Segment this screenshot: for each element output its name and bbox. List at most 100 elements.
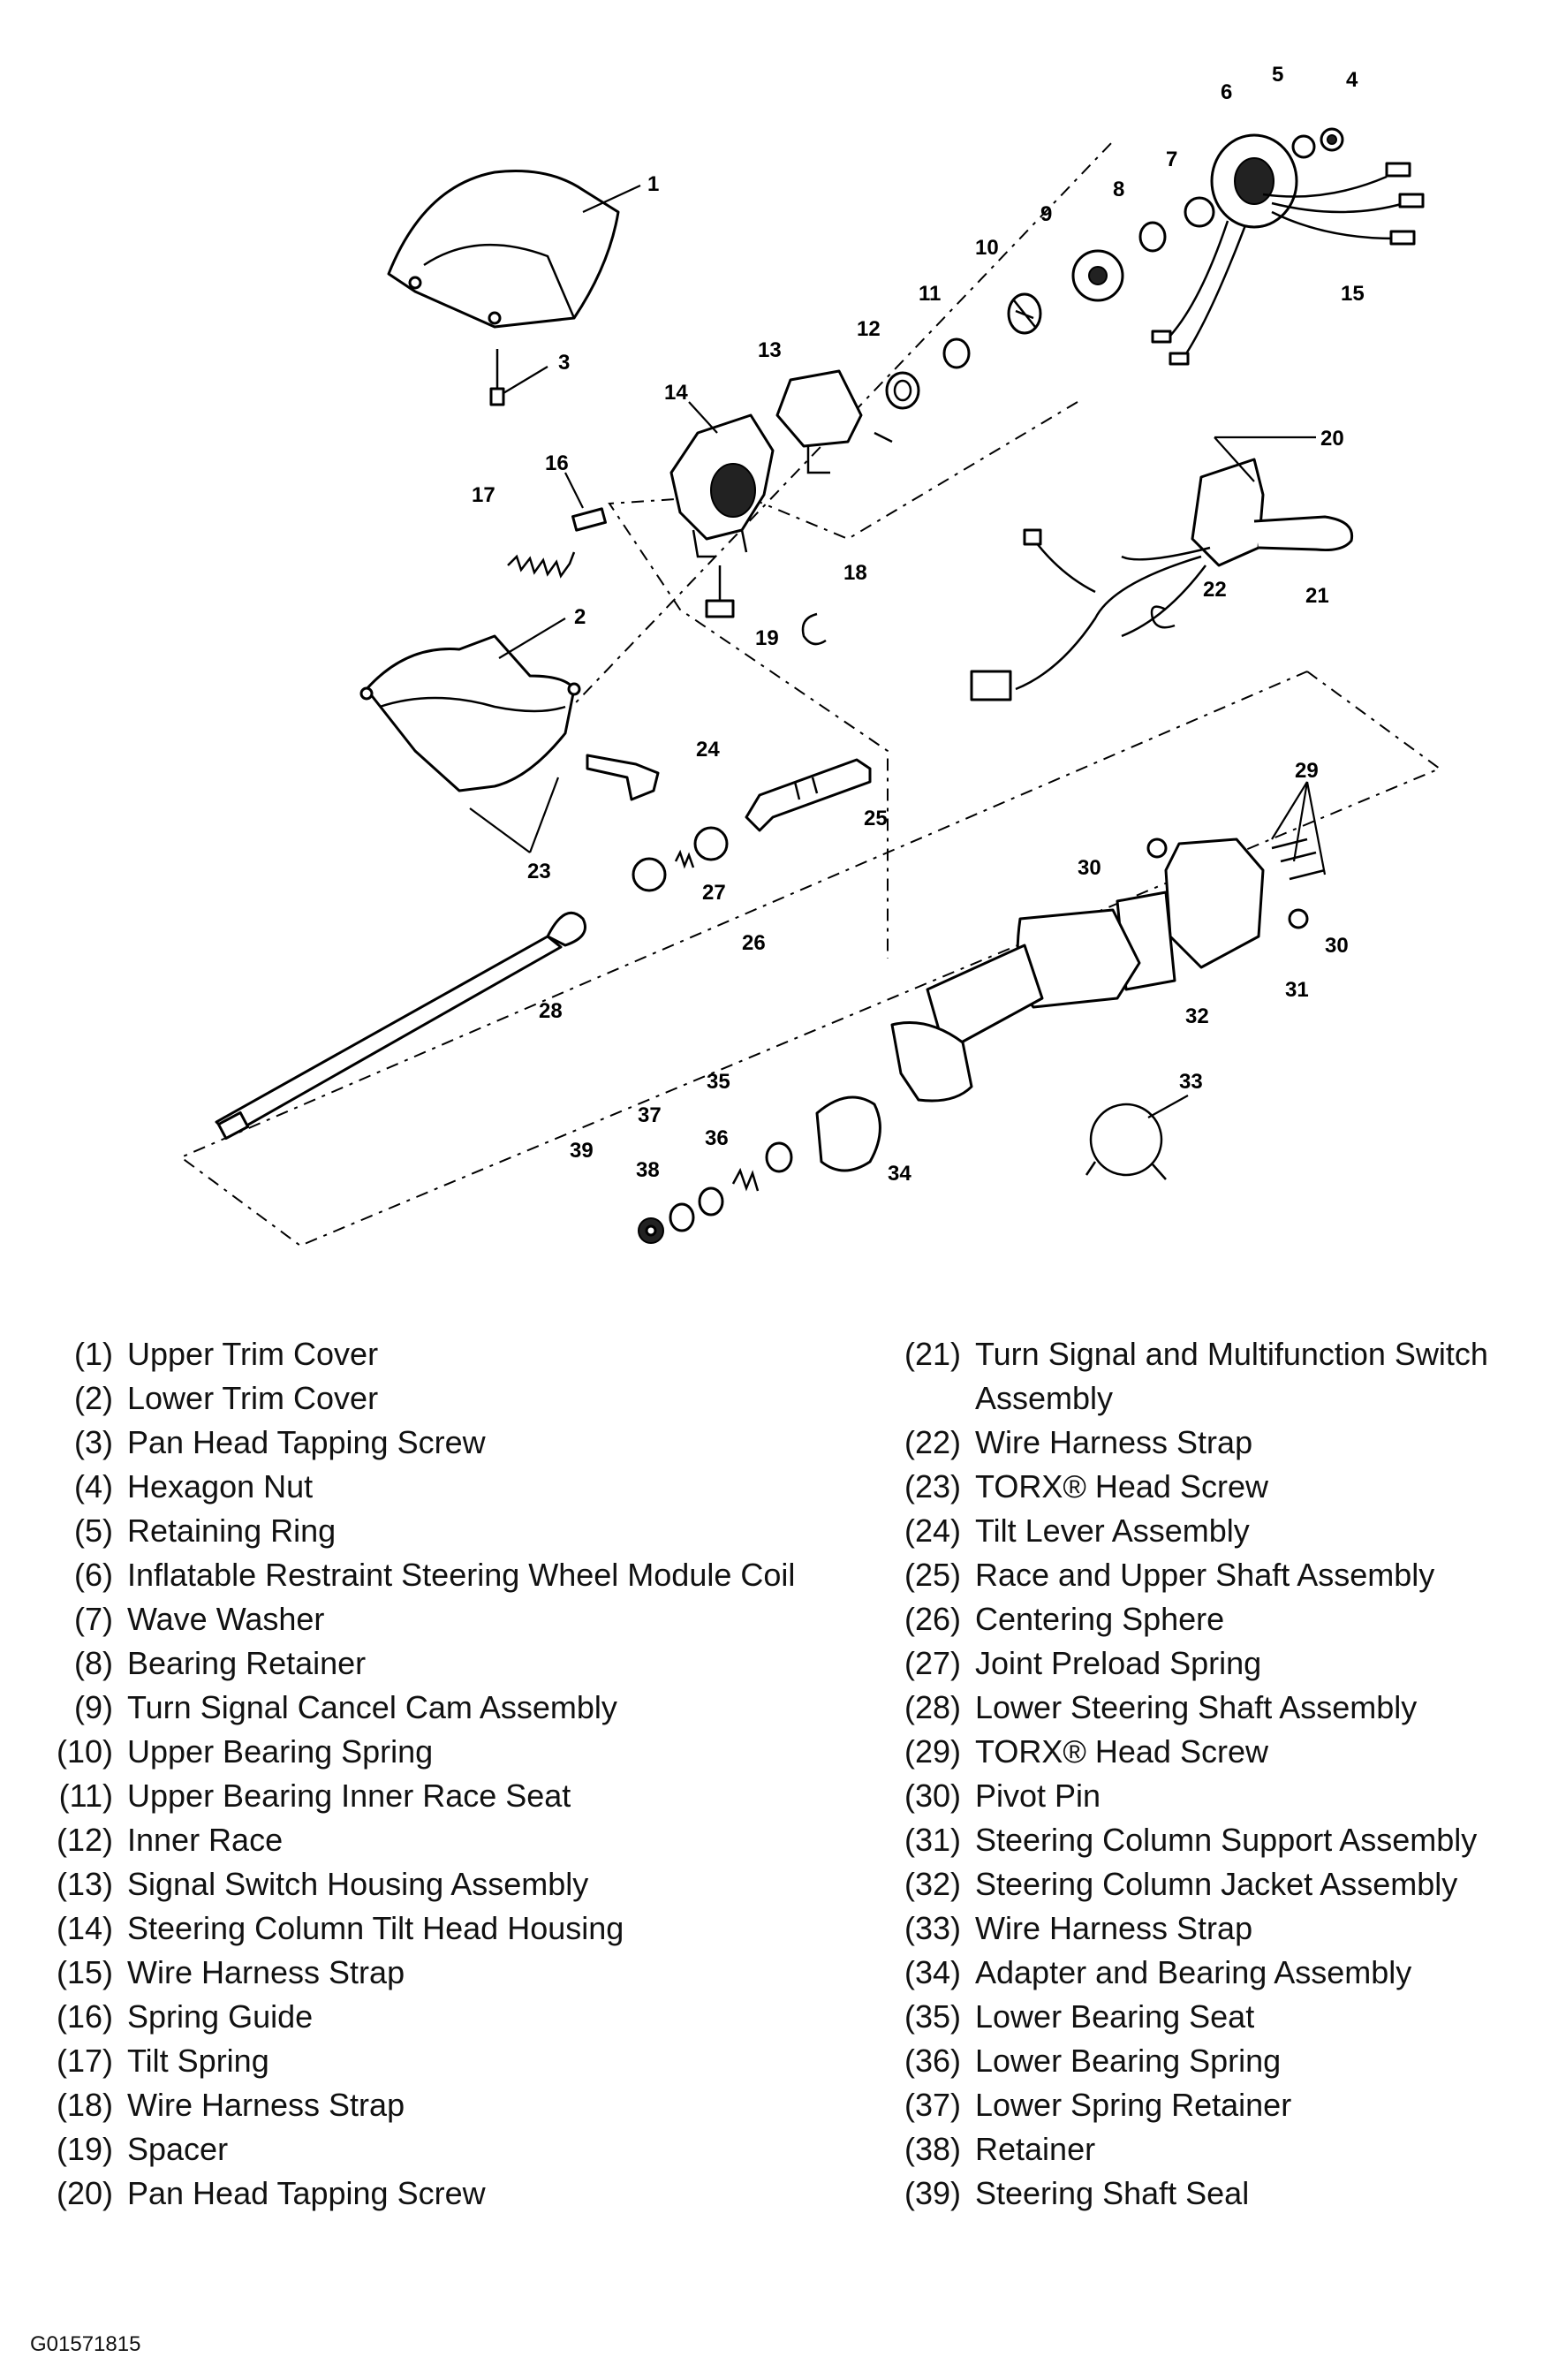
exploded-steering-column-diagram: 1 2 3 4 5 6 7 8 9 10 11 12 13 14 15 16 1… — [179, 63, 1442, 1247]
legend-item: (24)Tilt Lever Assembly — [874, 1509, 1519, 1553]
legend-item-number: (18) — [56, 2087, 113, 2123]
callout-22: 22 — [1203, 578, 1227, 602]
callout-26: 26 — [742, 931, 766, 955]
legend-item-label: Inflatable Restraint Steering Wheel Modu… — [127, 1557, 796, 1593]
parts-legend-right: (21) Turn Signal and Multifunction Switch… — [874, 1332, 1519, 2216]
legend-item: (38)Retainer — [874, 2127, 1519, 2172]
legend-item: (30)Pivot Pin — [874, 1774, 1519, 1818]
legend-item: (18) Wire Harness Strap — [26, 2083, 821, 2127]
legend-item-label: TORX® Head Screw — [975, 1468, 1268, 1505]
legend-item: (23)TORX® Head Screw — [874, 1465, 1519, 1509]
legend-item-number: (29) — [904, 1733, 961, 1770]
legend-item-number: (17) — [56, 2043, 113, 2079]
tilt-lever-part — [586, 754, 660, 801]
legend-item-label: Wire Harness Strap — [975, 1424, 1253, 1460]
legend-item-label: Steering Column Tilt Head Housing — [127, 1910, 624, 1946]
callout-32: 32 — [1185, 1004, 1209, 1028]
callout-12: 12 — [857, 317, 881, 341]
callout-4: 4 — [1346, 68, 1358, 92]
callout-28: 28 — [539, 999, 563, 1023]
legend-item: (4)Hexagon Nut — [26, 1465, 821, 1509]
callout-18: 18 — [843, 561, 867, 585]
turn-signal-switch-part — [970, 436, 1354, 701]
legend-item-label: Lower Bearing Spring — [975, 2043, 1282, 2079]
legend-item: (20)Pan Head Tapping Screw — [26, 2172, 821, 2216]
legend-item-label: Lower Trim Cover — [127, 1380, 379, 1416]
legend-item-number: (33) — [904, 1910, 961, 1946]
pan-head-screw-part — [489, 349, 505, 406]
legend-item-label: Turn Signal Cancel Cam Assembly — [127, 1689, 617, 1725]
legend-item: (12)Inner Race — [26, 1818, 821, 1862]
legend-item-number: (19) — [56, 2131, 113, 2167]
legend-item-label: Spring Guide — [127, 1998, 314, 2035]
callout-31: 31 — [1285, 978, 1309, 1002]
legend-item-number: (24) — [904, 1512, 961, 1549]
legend-item: (21) Turn Signal and Multifunction Switch… — [874, 1332, 1519, 1421]
legend-item-number: (37) — [904, 2087, 961, 2123]
lower-assembly-outline — [179, 671, 1442, 1247]
legend-item: (37)Lower Spring Retainer — [874, 2083, 1519, 2127]
legend-item-label: Tilt Spring — [127, 2043, 269, 2079]
legend-item: (33)Wire Harness Strap — [874, 1906, 1519, 1951]
upper-trim-cover-part — [387, 170, 620, 329]
legend-item: (3) Pan Head Tapping Screw — [26, 1421, 821, 1465]
legend-item-number: (36) — [904, 2043, 961, 2079]
legend-item-number: (8) — [74, 1645, 113, 1681]
legend-item: (39)Steering Shaft Seal — [874, 2172, 1519, 2216]
legend-item-number: (3) — [74, 1424, 113, 1460]
callout-23: 23 — [527, 860, 551, 883]
legend-item-number: (26) — [904, 1601, 961, 1637]
callout-3: 3 — [558, 351, 570, 375]
legend-item-label: TORX® Head Screw — [975, 1733, 1268, 1770]
callout-10: 10 — [975, 236, 999, 260]
callout-35: 35 — [707, 1070, 730, 1094]
legend-item: (22)Wire Harness Strap — [874, 1421, 1519, 1465]
legend-item-number: (5) — [74, 1512, 113, 1549]
legend-item-number: (31) — [904, 1822, 961, 1858]
legend-item-label: Wire Harness Strap — [127, 2087, 405, 2123]
legend-item: (8) Bearing Retainer — [26, 1641, 821, 1686]
legend-item: (36) Lower Bearing Spring — [874, 2039, 1519, 2083]
legend-item: (15)Wire Harness Strap — [26, 1951, 821, 1995]
legend-item-number: (16) — [56, 1998, 113, 2035]
legend-item-number: (6) — [74, 1557, 113, 1593]
legend-item-number: (32) — [904, 1866, 961, 1902]
legend-item-label: Hexagon Nut — [127, 1468, 314, 1505]
legend-item-label: Turn Signal and Multifunction Switch Ass… — [975, 1336, 1488, 1416]
legend-item-label: Inner Race — [127, 1822, 284, 1858]
legend-item: (32)Steering Column Jacket Assembly — [874, 1862, 1519, 1906]
legend-item-label: Pan Head Tapping Screw — [127, 1424, 486, 1460]
callout-25: 25 — [864, 807, 888, 830]
legend-item-number: (13) — [56, 1866, 113, 1902]
legend-item-label: Upper Bearing Spring — [127, 1733, 434, 1770]
callout-19: 19 — [755, 626, 779, 650]
callout-29: 29 — [1295, 759, 1319, 783]
legend-item-label: Retainer — [975, 2131, 1096, 2167]
legend-item: (14)Steering Column Tilt Head Housing — [26, 1906, 821, 1951]
legend-item-label: Bearing Retainer — [127, 1645, 367, 1681]
callout-5: 5 — [1272, 63, 1283, 87]
legend-item-number: (30) — [904, 1777, 961, 1814]
callout-1: 1 — [647, 172, 659, 196]
legend-item-label: Race and Upper Shaft Assembly — [975, 1557, 1435, 1593]
callout-38: 38 — [636, 1158, 660, 1182]
lower-steering-shaft-part — [215, 911, 586, 1141]
legend-item: (26)Centering Sphere — [874, 1597, 1519, 1641]
legend-item-number: (15) — [56, 1954, 113, 1990]
legend-item: (27)Joint Preload Spring — [874, 1641, 1519, 1686]
legend-item-number: (35) — [904, 1998, 961, 2035]
lower-trim-cover-part — [359, 634, 581, 792]
legend-item: (2)Lower Trim Cover — [26, 1376, 821, 1421]
callout-8: 8 — [1113, 178, 1124, 201]
legend-item-number: (21) — [904, 1336, 961, 1372]
callout-labels: 1 2 3 4 5 6 7 8 9 10 11 12 13 14 15 16 1… — [472, 63, 1365, 1186]
legend-item-label: Steering Shaft Seal — [975, 2175, 1250, 2211]
legend-item-label: Lower Bearing Seat — [975, 1998, 1255, 2035]
steering-column-jacket-part — [890, 838, 1326, 1103]
legend-item: (19) Spacer — [26, 2127, 821, 2172]
legend-item-label: Signal Switch Housing Assembly — [127, 1866, 589, 1902]
legend-item-label: Spacer — [127, 2131, 229, 2167]
callout-6: 6 — [1221, 80, 1232, 104]
legend-item-number: (7) — [74, 1601, 113, 1637]
legend-item: (34)Adapter and Bearing Assembly — [874, 1951, 1519, 1995]
